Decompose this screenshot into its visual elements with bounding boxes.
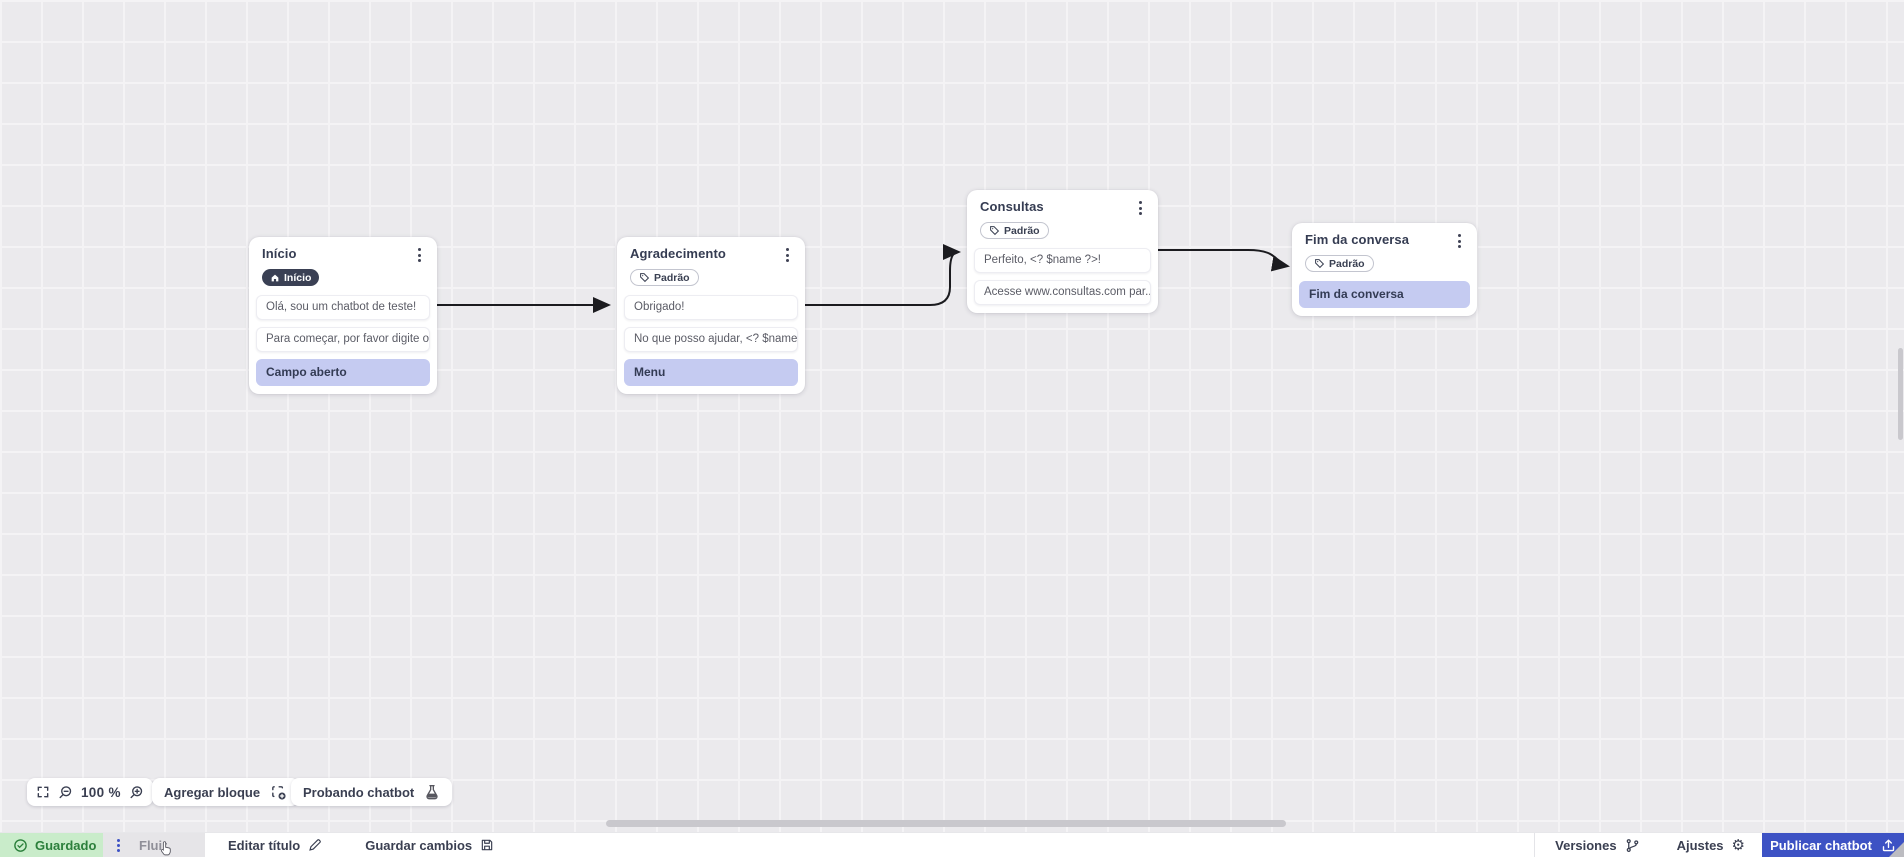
vertical-scrollbar[interactable] <box>1898 348 1903 440</box>
add-block-label: Agregar bloque <box>164 784 261 800</box>
tag-icon <box>1314 258 1325 269</box>
check-circle-icon <box>13 838 28 853</box>
edge-agradecimento-consultas <box>805 244 961 306</box>
edge-consultas-fim <box>1158 249 1290 272</box>
default-badge: Padrão <box>1305 255 1374 272</box>
tag-icon <box>989 225 1000 236</box>
versions-label: Versiones <box>1555 837 1617 853</box>
node-menu-kebab-icon[interactable] <box>1135 199 1146 217</box>
message-card[interactable]: Para começar, por favor digite o ... <box>256 327 430 352</box>
drag-dots-icon <box>117 838 120 852</box>
node-title: Consultas <box>980 199 1044 214</box>
zoom-in-icon <box>129 785 144 800</box>
node-title: Agradecimento <box>630 246 726 261</box>
horizontal-scrollbar[interactable] <box>606 820 1286 827</box>
saved-status-badge: Guardado <box>0 833 103 857</box>
save-changes-button[interactable]: Guardar cambios <box>365 833 494 857</box>
tab-fluir[interactable]: Fluir <box>103 833 205 857</box>
start-badge: Início <box>262 269 320 286</box>
flow-node-agradecimento[interactable]: Agradecimento Padrão Obrigado! No que po… <box>617 237 805 394</box>
menu-card[interactable]: Menu <box>624 359 798 386</box>
settings-label: Ajustes <box>1676 837 1724 853</box>
pencil-icon <box>308 838 322 852</box>
end-conversation-card[interactable]: Fim da conversa <box>1299 281 1470 308</box>
flow-node-inicio[interactable]: Início Início Olá, sou um chatbot de tes… <box>249 237 437 394</box>
message-card[interactable]: Olá, sou um chatbot de teste! <box>256 295 430 320</box>
viewport-toolbar: 100 % <box>27 778 153 806</box>
node-menu-kebab-icon[interactable] <box>1454 232 1465 250</box>
flow-canvas[interactable]: Início Início Olá, sou um chatbot de tes… <box>0 0 1904 832</box>
flow-tab-label: Fluir <box>139 837 168 853</box>
zoom-out-icon <box>58 785 73 800</box>
fullscreen-icon <box>36 785 50 799</box>
default-badge: Padrão <box>980 222 1049 239</box>
edit-title-button[interactable]: Editar título <box>228 833 322 857</box>
message-card[interactable]: Acesse www.consultas.com par... <box>974 280 1151 305</box>
fullscreen-button[interactable] <box>36 785 50 799</box>
publish-label: Publicar chatbot <box>1770 837 1872 853</box>
node-menu-kebab-icon[interactable] <box>782 246 793 264</box>
message-card[interactable]: Obrigado! <box>624 295 798 320</box>
flask-icon <box>424 784 440 800</box>
flow-connections <box>437 244 1290 313</box>
branch-icon <box>1625 838 1640 853</box>
test-chatbot-button[interactable]: Probando chatbot <box>291 778 453 806</box>
gear-icon: ⚙ <box>1731 836 1745 854</box>
zoom-level: 100 % <box>81 784 121 800</box>
zoom-out-button[interactable] <box>58 785 73 800</box>
window-resize-corner <box>1889 842 1904 857</box>
statusbar-divider <box>1534 833 1536 857</box>
node-title: Fim da conversa <box>1305 232 1410 247</box>
edit-title-label: Editar título <box>228 837 301 853</box>
flow-node-fim-da-conversa[interactable]: Fim da conversa Padrão Fim da conversa <box>1292 223 1477 316</box>
zoom-in-button[interactable] <box>129 785 144 800</box>
message-card[interactable]: No que posso ajudar, <? $name ... <box>624 327 798 352</box>
saved-label: Guardado <box>35 837 97 853</box>
flow-node-consultas[interactable]: Consultas Padrão Perfeito, <? $name ?>! … <box>967 190 1158 313</box>
tag-icon <box>639 272 650 283</box>
node-title: Início <box>262 246 297 261</box>
save-changes-label: Guardar cambios <box>365 837 473 853</box>
bottom-status-bar: Guardado Fluir Editar título Guardar cam… <box>0 832 1904 857</box>
node-menu-kebab-icon[interactable] <box>414 246 425 264</box>
home-icon <box>270 273 280 283</box>
publish-chatbot-button[interactable]: Publicar chatbot <box>1762 833 1904 857</box>
save-icon <box>480 838 494 852</box>
add-block-icon <box>270 784 287 801</box>
test-chatbot-label: Probando chatbot <box>303 784 415 800</box>
message-card[interactable]: Perfeito, <? $name ?>! <box>974 248 1151 273</box>
hand-cursor <box>158 840 173 857</box>
versions-button[interactable]: Versiones <box>1555 833 1639 857</box>
open-field-card[interactable]: Campo aberto <box>256 359 430 386</box>
add-block-button[interactable]: Agregar bloque <box>152 778 300 806</box>
settings-button[interactable]: Ajustes ⚙ <box>1677 833 1745 857</box>
default-badge: Padrão <box>630 269 699 286</box>
